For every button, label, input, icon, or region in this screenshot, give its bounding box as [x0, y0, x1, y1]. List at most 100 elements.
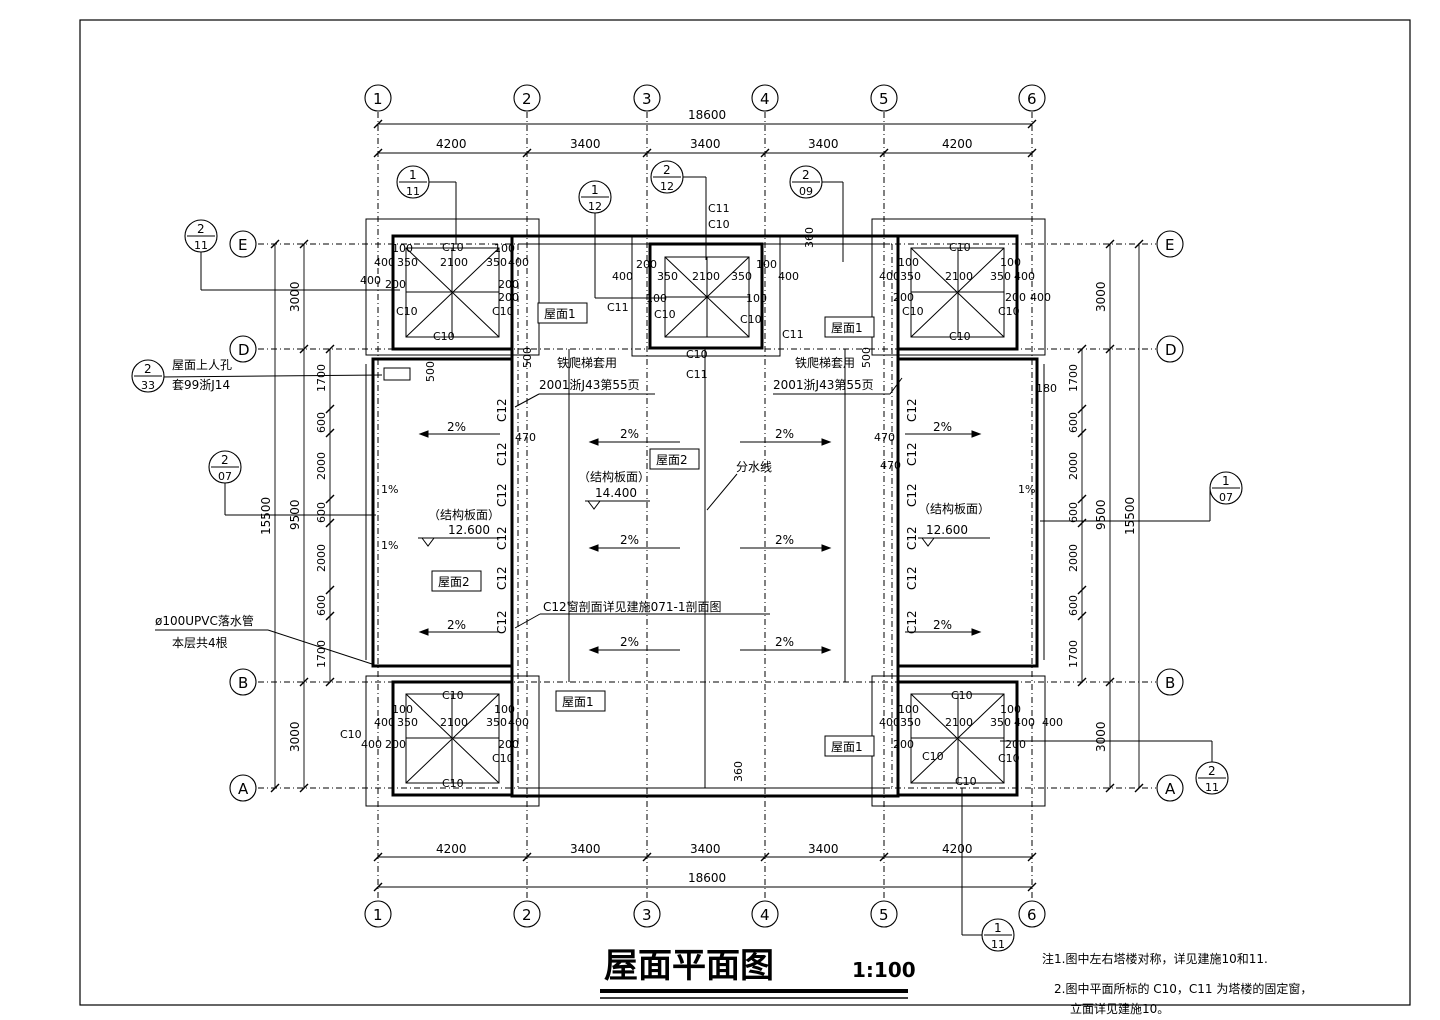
svg-text:C12: C12 — [905, 483, 919, 507]
tower-top-right — [871, 218, 1046, 356]
note-line-2: 2.图中平面所标的 C10，C11 为塔楼的固定窗， — [1054, 981, 1312, 996]
bay-width-bottom-2: 3400 — [570, 842, 601, 856]
svg-text:400: 400 — [360, 274, 381, 287]
svg-text:400: 400 — [1014, 716, 1035, 729]
title-block: 屋面平面图 1:100 注1.图中左右塔楼对称，详见建施10和11. 2.图中平… — [600, 946, 1312, 1016]
c10-label: C10 — [740, 313, 762, 326]
svg-text:1%: 1% — [381, 483, 398, 496]
svg-text:400: 400 — [879, 270, 900, 283]
bay-width-bottom-5: 4200 — [942, 842, 973, 856]
svg-text:360: 360 — [732, 761, 745, 782]
svg-text:2%: 2% — [775, 533, 794, 547]
roof2-tag: 屋面2 — [438, 575, 470, 589]
svg-text:C12: C12 — [905, 526, 919, 550]
detail-ref: 1 07 — [1040, 471, 1243, 522]
divide-line-note: 分水线 — [736, 460, 772, 474]
svg-text:400: 400 — [879, 716, 900, 729]
svg-text:1: 1 — [591, 183, 599, 197]
left-dimensions: 15500 3000 9500 3000 1700 600 2000 600 2… — [259, 239, 335, 793]
svg-text:350: 350 — [990, 270, 1011, 283]
svg-text:100: 100 — [494, 703, 515, 716]
c11-label: C11 — [686, 368, 708, 381]
svg-text:2100: 2100 — [692, 270, 720, 283]
svg-text:C12: C12 — [495, 398, 509, 422]
downpipe-note-1: ø100UPVC落水管 — [155, 613, 254, 628]
left-inner-4: 600 — [315, 502, 328, 523]
grid-axes — [258, 112, 1156, 900]
svg-text:C12: C12 — [905, 610, 919, 634]
downpipe-note-2: 本层共4根 — [172, 636, 228, 650]
right-inner-7: 1700 — [1067, 640, 1080, 668]
c12-section-note: C12窗剖面详见建施071-1剖面图 — [543, 599, 722, 614]
c12-labels: C12 C12 C12 C12 C12 C12 C12 C12 C12 C12 … — [495, 398, 919, 634]
svg-text:400: 400 — [1042, 716, 1063, 729]
roof2-tag: 屋面2 — [656, 453, 688, 467]
svg-text:400: 400 — [612, 270, 633, 283]
svg-text:C12: C12 — [905, 398, 919, 422]
right-inner-5: 2000 — [1067, 544, 1080, 572]
detail-ref: 2 09 — [789, 165, 844, 262]
svg-text:2: 2 — [802, 168, 810, 182]
svg-text:360: 360 — [803, 227, 816, 248]
svg-text:12: 12 — [588, 200, 602, 213]
bay-width-bottom-1: 4200 — [436, 842, 467, 856]
c10-label: C10 — [922, 750, 944, 763]
svg-text:2: 2 — [144, 362, 152, 376]
bay-width-top-4: 3400 — [808, 137, 839, 151]
c10-label: C10 — [492, 305, 514, 318]
svg-text:2: 2 — [221, 453, 229, 467]
detail-ref: 2 33 — [131, 359, 165, 393]
slope-arrows: 2% 2% 2% 2% 2% 2% 2% 2% 2% 2% 1% 1% 1% — [381, 420, 1035, 654]
svg-text:100: 100 — [898, 256, 919, 269]
svg-text:350: 350 — [397, 256, 418, 269]
bay-width-top-2: 3400 — [570, 137, 601, 151]
axis-A-left: A — [238, 780, 249, 798]
axis-E-left: E — [238, 236, 247, 254]
drawing-scale: 1:100 — [852, 958, 916, 982]
c10-label: C10 — [492, 752, 514, 765]
svg-text:470: 470 — [515, 431, 536, 444]
svg-text:2%: 2% — [620, 427, 639, 441]
detail-ref: 1 11 — [396, 165, 457, 244]
axis-bubbles: 1 2 3 4 5 6 1 2 3 4 5 6 E D B A E D B A — [229, 84, 1184, 928]
ladder-note-right-2: 2001浙J43第55页 — [773, 378, 874, 392]
total-width-bottom: 18600 — [688, 871, 726, 885]
svg-text:1%: 1% — [381, 539, 398, 552]
svg-text:200: 200 — [498, 278, 519, 291]
drawing-title: 屋面平面图 — [604, 946, 774, 986]
axis-D-right: D — [1165, 341, 1177, 359]
svg-text:350: 350 — [990, 716, 1011, 729]
axis-4-top: 4 — [760, 90, 770, 108]
axis-D-left: D — [238, 341, 250, 359]
svg-text:1: 1 — [994, 921, 1002, 935]
svg-text:400: 400 — [1030, 291, 1051, 304]
right-dimensions: 15500 3000 9500 3000 1700 600 2000 600 2… — [1067, 239, 1144, 793]
roof-tags: 屋面1 屋面1 屋面2 屋面2 屋面1 屋面1 — [431, 302, 875, 757]
hatch-note-1: 屋面上人孔 — [172, 358, 232, 372]
axis-5-bottom: 5 — [879, 906, 889, 924]
roof1-tag: 屋面1 — [562, 695, 594, 709]
svg-text:500: 500 — [860, 347, 873, 368]
svg-text:100: 100 — [756, 258, 777, 271]
c10-label: C10 — [686, 348, 708, 361]
left-seg-top: 3000 — [288, 281, 302, 312]
left-total-height: 15500 — [259, 497, 273, 535]
svg-text:400: 400 — [508, 256, 529, 269]
svg-text:350: 350 — [486, 256, 507, 269]
right-seg-bottom: 3000 — [1094, 721, 1108, 752]
axis-2-top: 2 — [522, 90, 532, 108]
left-seg-bottom: 3000 — [288, 721, 302, 752]
c10-label: C10 — [442, 689, 464, 702]
axis-3-top: 3 — [642, 90, 652, 108]
svg-text:2100: 2100 — [945, 716, 973, 729]
svg-text:400: 400 — [361, 738, 382, 751]
detail-ref: 1 12 — [578, 180, 665, 299]
note-line-1: 注1.图中左右塔楼对称，详见建施10和11. — [1042, 951, 1268, 966]
svg-text:200: 200 — [498, 291, 519, 304]
axis-A-right: A — [1165, 780, 1176, 798]
svg-text:200: 200 — [385, 738, 406, 751]
svg-text:33: 33 — [141, 379, 155, 392]
axis-5-top: 5 — [879, 90, 889, 108]
left-inner-7: 1700 — [315, 640, 328, 668]
